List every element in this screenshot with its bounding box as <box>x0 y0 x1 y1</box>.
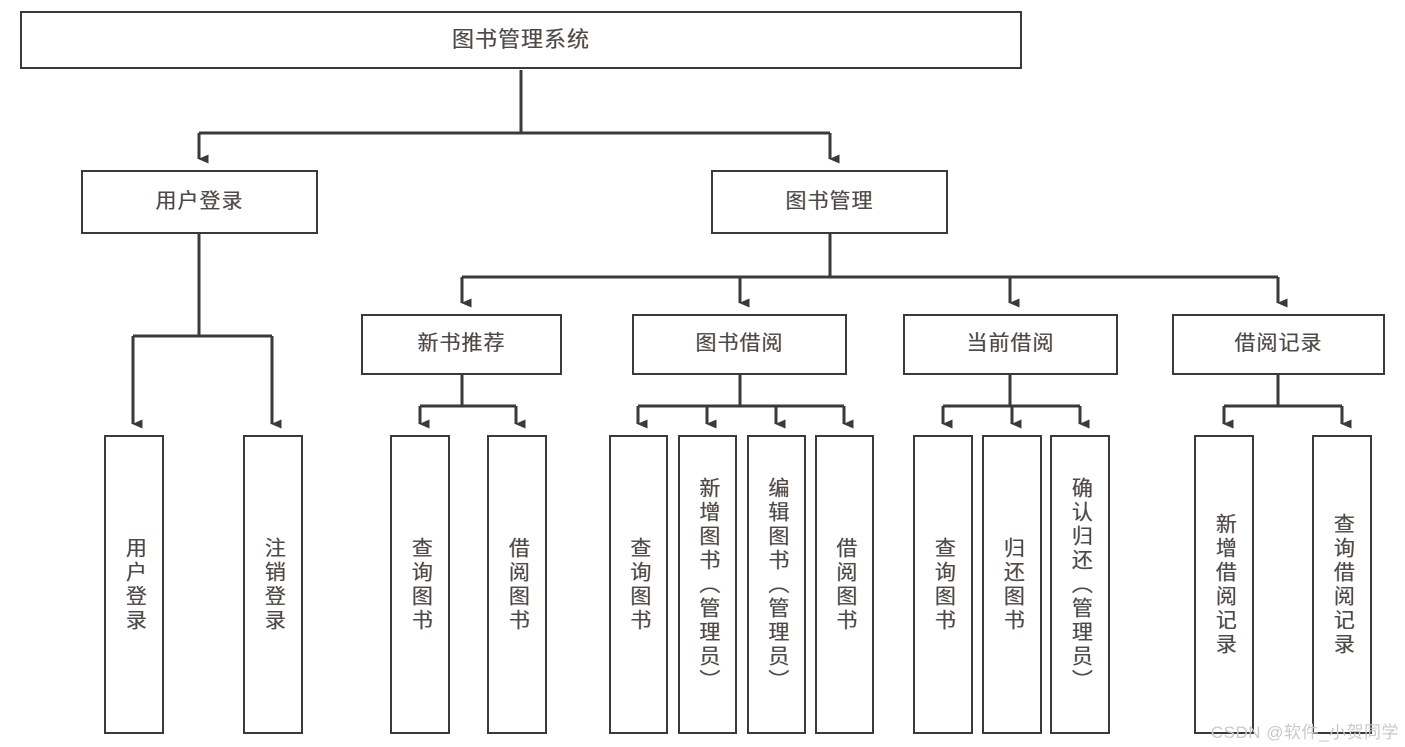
node-label: 图书借阅 <box>695 332 784 356</box>
node-label: 新书推荐 <box>417 332 506 356</box>
node-leaf-user-login[interactable]: 用户登录 <box>104 435 164 734</box>
node-label: 查询图书 <box>409 536 433 633</box>
node-label: 图书管理 <box>785 189 874 213</box>
node-leaf-edit-book-admin[interactable]: 编辑图书（管理员） <box>747 435 806 734</box>
node-current-borrow[interactable]: 当前借阅 <box>903 314 1118 375</box>
node-leaf-return-book[interactable]: 归还图书 <box>982 435 1042 734</box>
node-new-book-recommend[interactable]: 新书推荐 <box>361 314 562 375</box>
node-label: 用户登录 <box>155 189 244 213</box>
node-label: 注销登录 <box>262 536 286 633</box>
node-label: 用户登录 <box>123 536 147 633</box>
node-leaf-add-book-admin[interactable]: 新增图书（管理员） <box>678 435 737 734</box>
node-label: 当前借阅 <box>966 332 1055 356</box>
node-leaf-query-book-current[interactable]: 查询图书 <box>913 435 973 734</box>
node-book-borrow[interactable]: 图书借阅 <box>632 314 847 375</box>
node-user-login[interactable]: 用户登录 <box>81 170 318 234</box>
node-leaf-borrow-book-recommend[interactable]: 借阅图书 <box>487 435 547 734</box>
node-label: 新增图书（管理员） <box>696 476 720 693</box>
watermark-text: CSDN @软件_小贺同学 <box>1210 723 1399 742</box>
node-label: 确认归还（管理员） <box>1069 476 1093 693</box>
node-leaf-logout-login[interactable]: 注销登录 <box>243 435 303 734</box>
node-label: 查询图书 <box>627 536 651 633</box>
node-leaf-borrow-book-borrow[interactable]: 借阅图书 <box>815 435 874 734</box>
node-book-management[interactable]: 图书管理 <box>711 170 948 234</box>
node-label: 归还图书 <box>1001 536 1025 633</box>
node-leaf-query-borrow-record[interactable]: 查询借阅记录 <box>1312 435 1372 734</box>
node-label: 编辑图书（管理员） <box>765 476 789 693</box>
node-leaf-query-book-recommend[interactable]: 查询图书 <box>390 435 450 734</box>
node-label: 借阅图书 <box>833 536 857 633</box>
node-label: 借阅图书 <box>506 536 530 633</box>
node-label: 查询图书 <box>932 536 956 633</box>
node-label: 新增借阅记录 <box>1213 512 1237 657</box>
node-root-book-management-system[interactable]: 图书管理系统 <box>20 11 1022 69</box>
node-borrow-record[interactable]: 借阅记录 <box>1172 314 1385 375</box>
node-label: 借阅记录 <box>1234 332 1323 356</box>
node-leaf-confirm-return-admin[interactable]: 确认归还（管理员） <box>1050 435 1110 734</box>
node-label: 查询借阅记录 <box>1331 512 1355 657</box>
node-label: 图书管理系统 <box>451 27 590 53</box>
node-leaf-query-book-borrow[interactable]: 查询图书 <box>609 435 668 734</box>
node-leaf-add-borrow-record[interactable]: 新增借阅记录 <box>1194 435 1254 734</box>
